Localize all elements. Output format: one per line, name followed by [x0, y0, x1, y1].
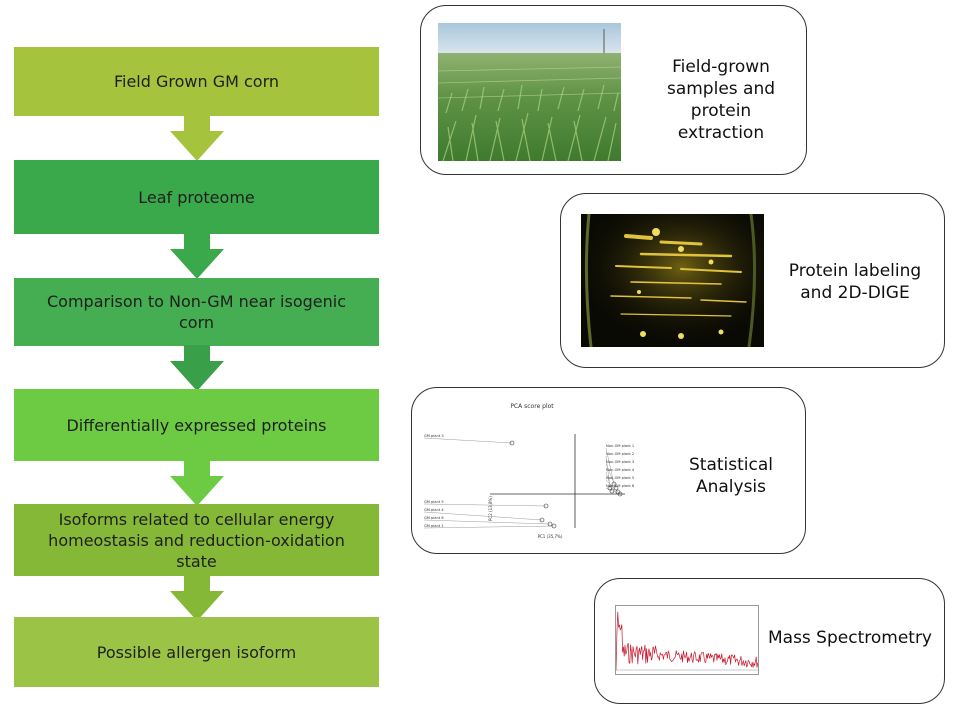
panel-label: Statistical Analysis: [689, 455, 773, 497]
flow-step-label: Leaf proteome: [138, 187, 255, 207]
pca-xlabel: PC1 (35,7%): [538, 534, 563, 539]
nongm-label: Non-GM plant 1: [606, 444, 634, 448]
nongm-label: Non-GM plant 6: [606, 484, 635, 488]
down-arrow-icon: [170, 115, 224, 161]
nongm-label: Non-GM plant 2: [606, 452, 634, 456]
flow-step-differential: Differentially expressed proteins: [14, 389, 379, 461]
down-arrow-icon: [170, 460, 224, 506]
flow-step-label: Comparison to Non-GM near isogenic corn: [47, 292, 346, 332]
gm-label: GM plant 3: [424, 434, 444, 438]
pca-plot-title: PCA score plot: [510, 403, 554, 410]
flow-step-comparison: Comparison to Non-GM near isogenic corn: [14, 278, 379, 346]
nongm-label: Non-GM plant 3: [606, 460, 634, 464]
panel-statistics: PCA score plot PC1 (35,7%) PC2 (13,8%): [411, 387, 806, 554]
panel-label: Field-grown samples and protein extracti…: [666, 57, 776, 143]
down-arrow-icon: [170, 345, 224, 391]
down-arrow-icon: [170, 575, 224, 621]
panel-label: Protein labeling and 2D-DIGE: [788, 261, 922, 303]
flow-step-label: Differentially expressed proteins: [66, 415, 327, 435]
dige-gel-image: [581, 214, 764, 347]
flow-step-label: Possible allergen isoform: [96, 642, 297, 662]
flow-step-field-grown: Field Grown GM corn: [14, 47, 379, 116]
pca-ylabel: PC2 (13,8%): [488, 496, 493, 521]
gm-label: GM plant 5: [424, 500, 444, 504]
flow-step-label: Field Grown GM corn: [113, 72, 280, 91]
mass-spectrum-plot: [615, 605, 759, 675]
panel-label: Mass Spectrometry: [767, 628, 932, 648]
pca-score-plot: PCA score plot PC1 (35,7%) PC2 (13,8%): [420, 396, 645, 546]
gm-label: GM plant 4: [424, 508, 444, 512]
flow-step-isoforms: Isoforms related to cellular energy home…: [14, 504, 379, 576]
down-arrow-icon: [170, 233, 224, 279]
cornfield-photo: [438, 23, 621, 161]
flow-step-leaf-proteome: Leaf proteome: [14, 160, 379, 234]
nongm-label: Non-GM plant 5: [606, 476, 634, 480]
panel-field-samples: Field-grown samples and protein extracti…: [420, 5, 807, 175]
panel-mass-spectrometry: Mass Spectrometry: [594, 578, 945, 704]
flow-step-label: Isoforms related to cellular energy home…: [48, 509, 345, 571]
gm-label: GM plant 1: [424, 524, 444, 528]
panel-dige: Protein labeling and 2D-DIGE: [560, 193, 945, 368]
nongm-label: Non-GM plant 4: [606, 468, 635, 472]
gm-label: GM plant 6: [424, 516, 444, 520]
flow-step-allergen: Possible allergen isoform: [14, 617, 379, 687]
